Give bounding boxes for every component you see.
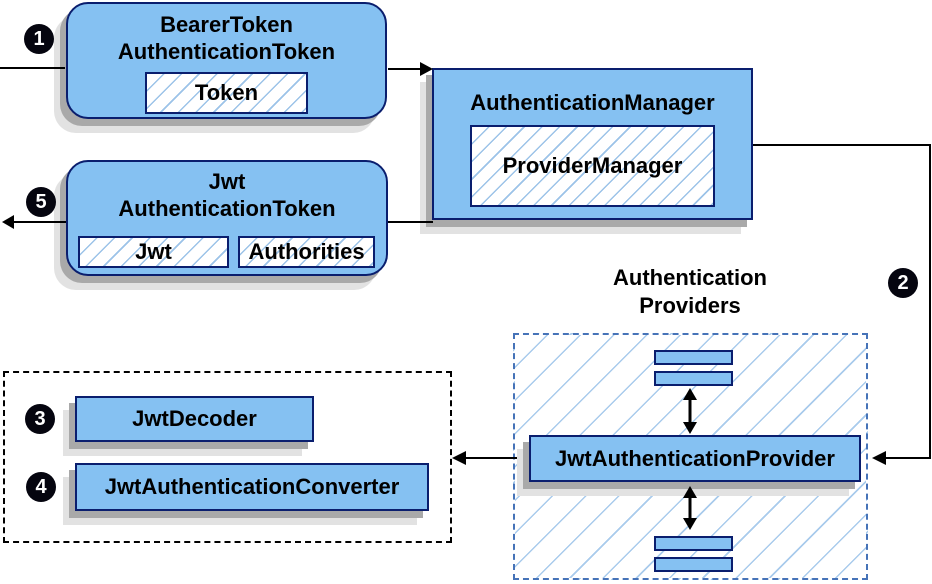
provider-stack-bar-top-1 [654,350,733,365]
provider-stack-bar-bottom-2 [654,557,733,572]
jwt-token-title-line1: Jwt [208,169,246,194]
token-field-label: Token [194,80,259,105]
provider-manager-label: ProviderManager [502,153,683,178]
provider-stack-bar-top-2 [654,371,733,386]
jwt-authentication-provider-label: JwtAuthenticationProvider [555,445,835,471]
jwt-token-title-line2: AuthenticationToken [118,196,336,221]
jwt-support-group-box: JwtDecoder JwtAuthenticationConverter [3,371,452,543]
step-5-badge: 5 [26,187,56,217]
jwt-decoder-box: JwtDecoder [75,396,314,442]
provider-to-support-arrow [452,451,517,465]
authentication-providers-title: Authentication Providers [585,264,795,320]
authentication-providers-title-line2: Providers [639,293,741,318]
authentication-providers-title-line1: Authentication [613,265,767,290]
jwt-field-label: Jwt [135,239,172,264]
jwt-authentication-provider-box: JwtAuthenticationProvider [529,435,861,482]
authentication-manager-box: AuthenticationManager ProviderManager [432,68,753,220]
provider-manager-box: ProviderManager [470,125,715,207]
authorities-field-label: Authorities [248,239,365,264]
authentication-manager-title: AuthenticationManager [470,90,715,115]
bearer-token-authentication-token-box: BearerToken AuthenticationToken Token [66,2,387,119]
authentication-providers-group-box: JwtAuthenticationProvider [513,333,868,580]
step-4-badge: 4 [26,472,56,502]
jwt-authentication-converter-box: JwtAuthenticationConverter [75,463,429,511]
token-field: Token [145,72,308,114]
jwt-token-box-title: Jwt AuthenticationToken [68,168,386,222]
jwt-field: Jwt [78,236,229,268]
authorities-field: Authorities [238,236,375,268]
bearer-to-manager-arrow [388,62,433,76]
bearer-token-box-title: BearerToken AuthenticationToken [68,11,385,65]
jwt-authentication-converter-label: JwtAuthenticationConverter [104,474,400,499]
bearer-token-title-line2: AuthenticationToken [117,39,336,64]
jwt-authentication-token-box: Jwt AuthenticationToken Jwt Authorities [66,160,388,276]
step5-out-arrow [2,215,66,229]
bearer-token-title-line1: BearerToken [160,12,293,37]
step-1-badge: 1 [24,24,54,54]
step-2-badge: 2 [888,268,918,298]
provider-stack-bar-bottom-1 [654,536,733,551]
step-3-badge: 3 [25,404,55,434]
jwt-decoder-label: JwtDecoder [132,406,257,431]
